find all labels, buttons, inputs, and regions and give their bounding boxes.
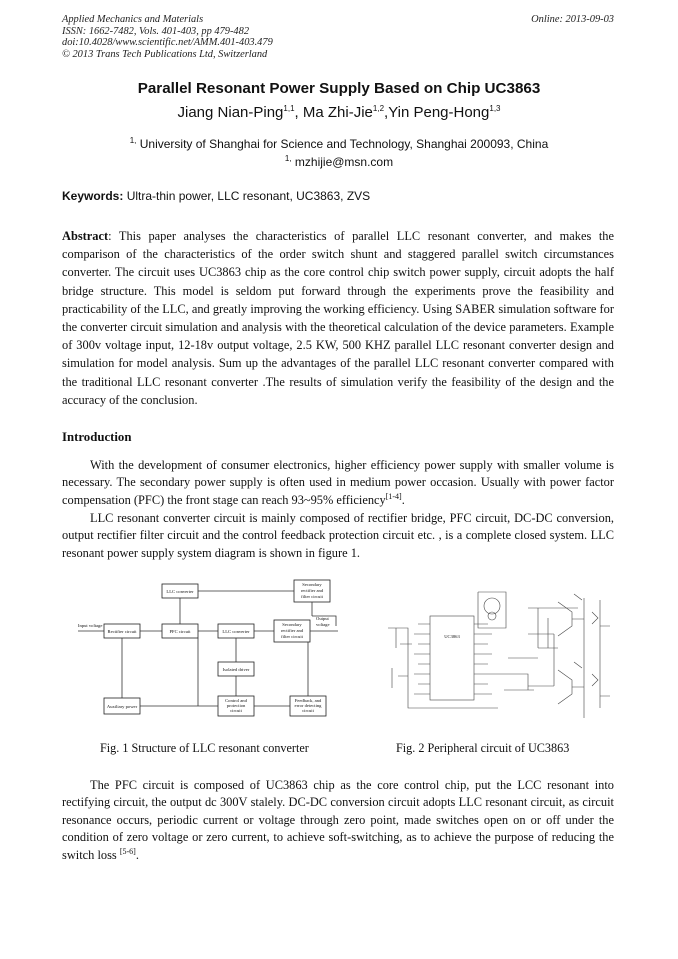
abstract-label: Abstract (62, 229, 109, 243)
block-label: LLC converter (166, 589, 194, 594)
block-label: protection (227, 703, 246, 708)
block-label: PFC circuit (169, 629, 191, 634)
affiliation-text: University of Shanghai for Science and T… (139, 137, 549, 151)
block-label: circuit (302, 708, 314, 713)
affiliation: 1, University of Shanghai for Science an… (0, 136, 678, 152)
paragraph-text: The PFC circuit is composed of UC3863 ch… (62, 778, 614, 862)
paragraph-end: . (135, 847, 139, 862)
block-label: Secondary (302, 582, 322, 587)
intro-paragraph-2: LLC resonant converter circuit is mainly… (62, 511, 614, 560)
block-label: Secondary (282, 622, 302, 627)
keywords-text: Ultra-thin power, LLC resonant, UC3863, … (126, 189, 371, 203)
figure-2-circuit-schematic: UC3863 (388, 591, 610, 718)
block-label: Auxiliary power (107, 704, 138, 709)
email: 1, mzhijie@msn.com (0, 154, 678, 170)
block-label: filter circuit (281, 634, 304, 639)
citation: [5-6] (119, 846, 136, 856)
issn-line: ISSN: 1662-7482, Vols. 401-403, pp 479-4… (62, 25, 250, 37)
output-label: voltage (316, 622, 330, 627)
block-label: LLC converter (222, 629, 250, 634)
output-label: Output (316, 616, 329, 621)
input-voltage-label: Input voltage (78, 623, 102, 628)
transformer-symbol (483, 597, 501, 615)
author-sup: 1,2 (372, 104, 385, 113)
block-label: filter circuit (301, 594, 324, 599)
schematic-drawing: UC3863 (388, 591, 610, 718)
block-label: error detecting (295, 703, 323, 708)
citation: [1-4] (385, 491, 402, 501)
email-sup: 1, (284, 154, 292, 163)
uc3863-chip (429, 615, 475, 701)
block-label: Feedback, and (295, 698, 322, 704)
block-label: Isolated driver (223, 667, 250, 672)
keywords-label: Keywords: (62, 189, 124, 203)
paragraph-text: With the development of consumer electro… (62, 458, 614, 507)
diagram-connectors (78, 590, 338, 707)
paper-title: Parallel Resonant Power Supply Based on … (137, 80, 541, 97)
block-label: rectifier and (281, 628, 304, 633)
doi-line: doi:10.4028/www.scientific.net/AMM.401-4… (62, 37, 273, 49)
author-name: Jiang Nian-Ping (177, 104, 284, 121)
journal-name: Applied Mechanics and Materials (62, 14, 204, 25)
email-text: mzhijie@msn.com (294, 155, 394, 169)
journal-header: Applied Mechanics and Materials ISSN: 16… (62, 14, 273, 60)
chip-label: UC3863 (444, 634, 460, 639)
intro-paragraph-1: With the development of consumer electro… (62, 457, 614, 509)
copyright-line: © 2013 Trans Tech Publications Ltd, Swit… (62, 48, 268, 60)
author-name: Yin Peng-Hong (388, 104, 490, 121)
author-list: Jiang Nian-Ping1,1, Ma Zhi-Jie1,2,Yin Pe… (177, 104, 501, 121)
block-label: Rectifier circuit (108, 629, 138, 634)
affiliation-sup: 1, (129, 136, 137, 145)
abstract-text: : This paper analyses the characteristic… (62, 229, 614, 407)
abstract: Abstract: This paper analyses the charac… (62, 227, 614, 409)
block-label: rectifier and (301, 588, 324, 593)
paragraph-end: . (401, 492, 405, 507)
intro-paragraph-3: The PFC circuit is composed of UC3863 ch… (62, 777, 614, 864)
block-label: Control and (225, 698, 248, 703)
figure-1-caption: Fig. 1 Structure of LLC resonant convert… (100, 741, 309, 755)
keywords: Keywords: Ultra-thin power, LLC resonant… (62, 189, 370, 203)
author-sup: 1,3 (489, 104, 501, 113)
section-heading: Introduction (62, 430, 132, 444)
block-label: circuit (230, 708, 242, 713)
author-name: Ma Zhi-Jie (302, 104, 373, 121)
author-sup: 1,1 (283, 104, 295, 113)
online-date: Online: 2013-09-03 (531, 14, 614, 25)
figure-2-caption: Fig. 2 Peripheral circuit of UC3863 (396, 741, 570, 755)
figure-1-block-diagram: LLC converter Secondary rectifier and fi… (78, 579, 338, 717)
